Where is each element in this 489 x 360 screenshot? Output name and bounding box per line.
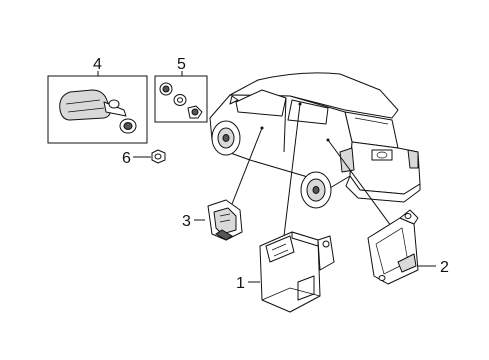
control-module-part	[259, 231, 335, 313]
callout-3-pointer	[231, 127, 263, 205]
callout-4-label: 4	[93, 56, 102, 73]
front-wheel	[211, 120, 241, 156]
callout-4-group: 4	[47, 56, 148, 144]
callout-6-group: 6	[122, 149, 166, 167]
valve-nut-part	[187, 105, 203, 119]
receiver-bracket-part	[367, 209, 419, 285]
callout-6-label: 6	[122, 150, 131, 167]
switch-part	[207, 199, 243, 241]
callout-2-pointer	[327, 139, 395, 231]
callout-1-group: 1	[236, 103, 335, 313]
callout-2-label: 2	[440, 259, 449, 276]
rear-wheel	[300, 171, 332, 209]
callout-3-group: 3	[182, 127, 263, 241]
callout-5-group: 5	[154, 56, 208, 123]
callout-3-label: 3	[182, 213, 191, 230]
callout-5-box	[154, 75, 208, 123]
washer-part	[173, 94, 187, 106]
vehicle-illustration	[209, 72, 421, 209]
valve-cap-part	[119, 118, 137, 134]
tpms-sensor-part	[59, 89, 127, 121]
hex-nut-part	[151, 149, 166, 164]
callout-4-box	[47, 75, 148, 144]
callout-5-label: 5	[177, 56, 186, 73]
callout-1-label: 1	[236, 275, 245, 292]
grommet-part	[159, 82, 173, 96]
callout-2-group: 2	[327, 139, 449, 285]
callout-1-pointer	[283, 103, 301, 237]
